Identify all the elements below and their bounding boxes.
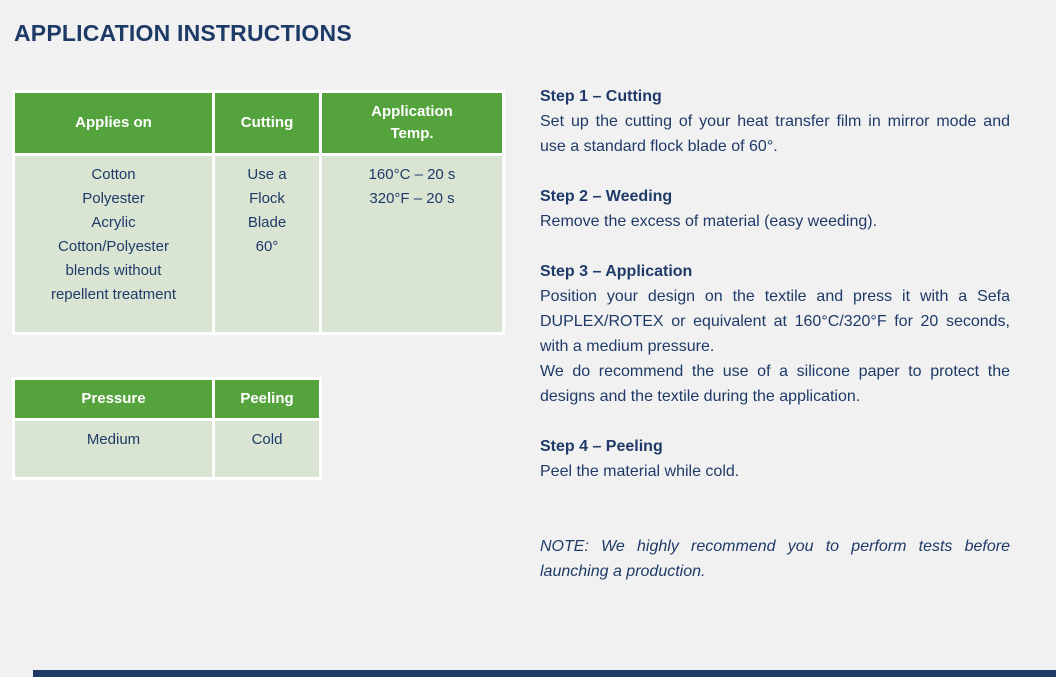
- page-title: APPLICATION INSTRUCTIONS: [14, 20, 352, 46]
- step-4-body: Peel the material while cold.: [540, 463, 740, 480]
- table-row: Medium Cold: [15, 421, 319, 477]
- step-3-body: Position your design on the textile and …: [540, 288, 1010, 405]
- table-row: Cotton Polyester Acrylic Cotton/Polyeste…: [15, 156, 502, 332]
- note-text: NOTE: We highly recommend you to perform…: [540, 538, 1010, 580]
- step-1-heading: Step 1 – Cutting: [540, 88, 662, 105]
- cell-application-temp: 160°C – 20 s 320°F – 20 s: [322, 156, 502, 332]
- step-2-heading: Step 2 – Weeding: [540, 188, 673, 205]
- cell-pressure: Medium: [15, 421, 212, 477]
- header-cell-pressure: Pressure: [15, 380, 212, 418]
- header-cell-cutting: Cutting: [215, 93, 319, 153]
- table-header-row: Pressure Peeling: [15, 380, 319, 418]
- step-3-heading: Step 3 – Application: [540, 263, 693, 280]
- cell-peeling: Cold: [215, 421, 319, 477]
- footer-bar: [33, 670, 1056, 677]
- header-cell-peeling: Peeling: [215, 380, 319, 418]
- step-1-block: Step 1 – Cutting Set up the cutting of y…: [540, 84, 1010, 159]
- step-1-body: Set up the cutting of your heat transfer…: [540, 113, 1010, 155]
- header-cell-application-temp: Application Temp.: [322, 93, 502, 153]
- tables-column: Applies on Cutting Application Temp. Cot…: [12, 90, 512, 480]
- application-specs-table: Applies on Cutting Application Temp. Cot…: [12, 90, 505, 335]
- step-2-block: Step 2 – Weeding Remove the excess of ma…: [540, 184, 1010, 234]
- table-header-row: Applies on Cutting Application Temp.: [15, 93, 502, 153]
- instructions-column: Step 1 – Cutting Set up the cutting of y…: [540, 84, 1010, 584]
- cell-applies-on: Cotton Polyester Acrylic Cotton/Polyeste…: [15, 156, 212, 332]
- pressure-peeling-table: Pressure Peeling Medium Cold: [12, 377, 322, 480]
- header-cell-applies-on: Applies on: [15, 93, 212, 153]
- step-3-block: Step 3 – Application Position your desig…: [540, 259, 1010, 409]
- step-4-heading: Step 4 – Peeling: [540, 438, 663, 455]
- step-4-block: Step 4 – Peeling Peel the material while…: [540, 434, 1010, 484]
- cell-cutting: Use a Flock Blade 60°: [215, 156, 319, 332]
- step-2-body: Remove the excess of material (easy weed…: [540, 213, 878, 230]
